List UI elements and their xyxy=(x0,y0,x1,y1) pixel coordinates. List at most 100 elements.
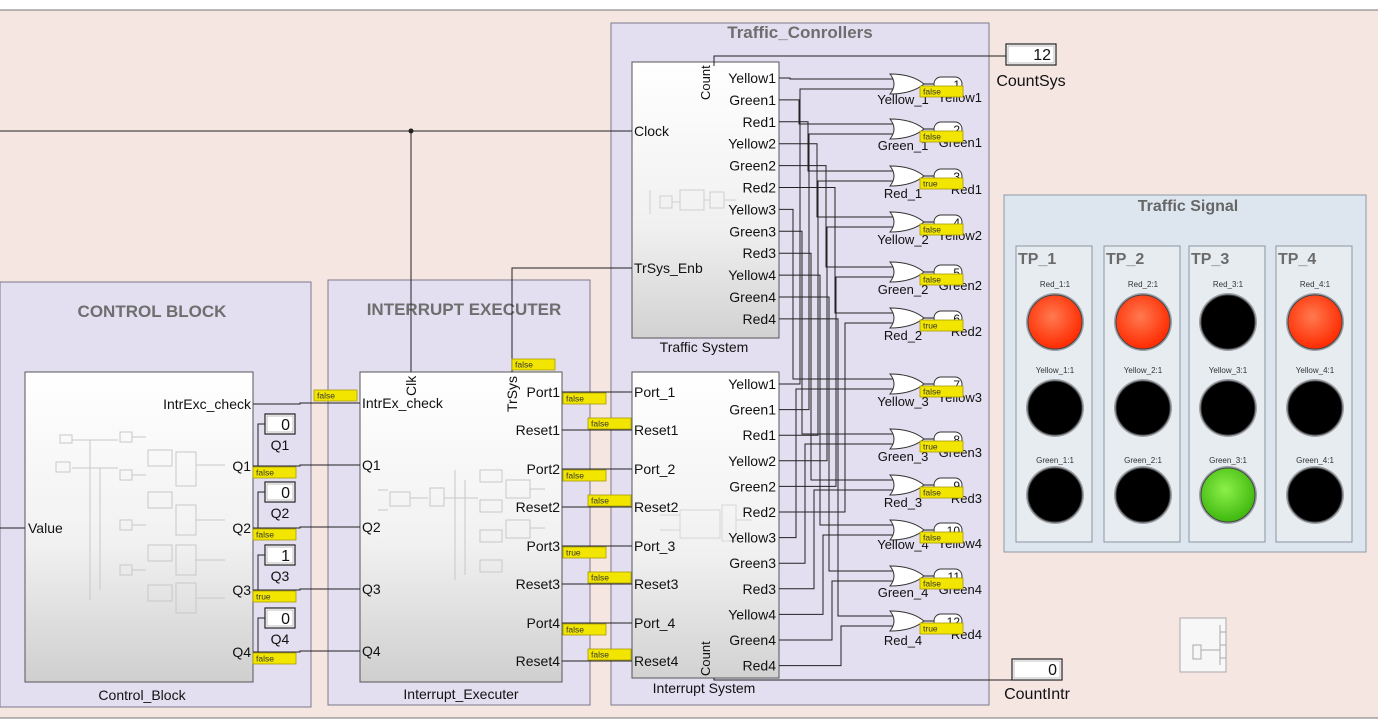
traffic-system-out-port-red3: Red3 xyxy=(743,245,777,261)
interrupt-executer-reset2-value-tag[interactable]: false xyxy=(587,494,632,507)
interrupt-system-out-port-yellow2: Yellow2 xyxy=(728,453,776,469)
interrupt-executer-out-port-port1: Port1 xyxy=(527,384,561,400)
interrupt-system-in-port-reset2: Reset2 xyxy=(634,499,679,515)
lamp-red-3-1[interactable] xyxy=(1200,294,1256,350)
control-block-q1-value-tag[interactable]: false xyxy=(252,466,297,479)
interrupt-executer-reset3-value-tag[interactable]: false xyxy=(587,571,632,584)
or-gate-yellow-3-value-tag[interactable]: false xyxy=(919,385,964,398)
interrupt-executer-port1-value-tag[interactable]: false xyxy=(562,392,607,405)
lamp-yellow-4-1[interactable] xyxy=(1287,380,1343,436)
lamp-red-2-1-label: Red_2:1 xyxy=(1128,280,1159,289)
or-gate-yellow-4-value-tag[interactable]: false xyxy=(919,531,964,544)
traffic-system-out-port-yellow4: Yellow4 xyxy=(728,267,776,283)
interrupt-executer-port4-value-tag[interactable]: false xyxy=(562,623,607,636)
display-q1[interactable]: 0Q1 xyxy=(264,413,296,453)
or-gate-red-2-value-tag[interactable]: true xyxy=(919,319,964,332)
traffic-pole-tp-1-title: TP_1 xyxy=(1018,251,1056,268)
control-block-intrexc-check-value-tag[interactable]: false xyxy=(313,389,358,402)
interrupt-executer-subsystem[interactable]: Interrupt_Executer xyxy=(359,371,563,702)
display-q4[interactable]: 0Q4 xyxy=(264,607,296,647)
lamp-yellow-4-1-label: Yellow_4:1 xyxy=(1296,366,1335,375)
lamp-red-4-1[interactable] xyxy=(1287,294,1343,350)
control-block-port-q2: Q2 xyxy=(232,520,251,536)
interrupt-executer-reset2-value-tag-text: false xyxy=(591,496,609,506)
interrupt-executer-port3-value-tag[interactable]: true xyxy=(562,546,607,559)
or-gate-yellow-2-value-tag[interactable]: false xyxy=(919,223,964,236)
interrupt-system-subsystem[interactable]: Interrupt System xyxy=(631,371,780,696)
interrupt-system-in-port-port-3: Port_3 xyxy=(634,538,675,554)
or-gate-red-3[interactable]: Red_3 xyxy=(884,474,925,510)
outport-yellow2-number: 4 xyxy=(953,216,960,230)
or-gate-green-4[interactable]: Green_4 xyxy=(878,565,929,600)
display-q3-label: Q3 xyxy=(271,568,290,584)
interrupt-executer-out-port-port4: Port4 xyxy=(527,615,561,631)
or-gate-green-1[interactable]: Green_1 xyxy=(878,118,929,153)
interrupt-executer-reset3-value-tag-text: false xyxy=(591,573,609,583)
or-gate-yellow-1-value-tag[interactable]: false xyxy=(919,85,964,98)
lamp-yellow-2-1[interactable] xyxy=(1115,380,1171,436)
lamp-red-4-1-label: Red_4:1 xyxy=(1300,280,1331,289)
or-gate-red-1[interactable]: Red_1 xyxy=(884,165,925,201)
interrupt-executer-reset4-value-tag[interactable]: false xyxy=(587,648,632,661)
interrupt-executer-clk-port: Clk xyxy=(403,375,419,396)
lamp-red-2-1[interactable] xyxy=(1115,294,1171,350)
lamp-green-3-1-label: Green_3:1 xyxy=(1209,456,1247,465)
or-gate-green-3[interactable]: Green_3 xyxy=(878,428,929,464)
or-gate-red-4[interactable]: Red_4 xyxy=(884,610,925,648)
area-title-traffic-controllers: Traffic_Conrollers xyxy=(727,23,873,42)
traffic-signal-panel[interactable]: Traffic Signal TP_1Red_1:1Yellow_1:1Gree… xyxy=(1003,194,1367,553)
interrupt-executer-in-port-intrex-check: IntrEx_check xyxy=(362,395,444,411)
or-gate-green-3-label: Green_3 xyxy=(878,449,929,464)
lamp-yellow-1-1[interactable] xyxy=(1027,380,1083,436)
interrupt-system-in-port-port-4: Port_4 xyxy=(634,615,675,631)
control-block-q4-value-tag[interactable]: false xyxy=(252,652,297,665)
or-gate-yellow-1[interactable]: Yellow_1 xyxy=(877,73,929,107)
interrupt-executer-reset4-value-tag-text: false xyxy=(591,650,609,660)
outport-green3-number: 8 xyxy=(953,433,960,447)
or-gate-green-4-label: Green_4 xyxy=(878,585,929,600)
display-q1-label: Q1 xyxy=(271,437,290,453)
or-gate-red-3-value-tag[interactable]: false xyxy=(919,486,964,499)
traffic-signal-title: Traffic Signal xyxy=(1138,198,1238,215)
lamp-green-4-1[interactable] xyxy=(1287,467,1343,523)
interrupt-executer-port2-value-tag[interactable]: false xyxy=(562,469,607,482)
or-gate-green-4-value-tag[interactable]: false xyxy=(919,577,964,590)
lamp-red-1-1[interactable] xyxy=(1027,294,1083,350)
interrupt-system-in-port-reset1: Reset1 xyxy=(634,422,679,438)
interrupt-executer-reset1-value-tag[interactable]: false xyxy=(587,417,632,430)
interrupt-executer-trsys-value-tag[interactable]: false xyxy=(511,358,556,371)
interrupt-system-out-port-green4: Green4 xyxy=(729,632,776,648)
or-gate-green-1-value-tag[interactable]: false xyxy=(919,130,964,143)
display-q3[interactable]: 1Q3 xyxy=(264,544,296,584)
or-gate-yellow-2[interactable]: Yellow_2 xyxy=(877,211,929,247)
or-gate-green-2[interactable]: Green_2 xyxy=(878,261,929,297)
interrupt-executer-out-port-port3: Port3 xyxy=(527,538,561,554)
or-gate-red-4-value-tag[interactable]: true xyxy=(919,622,964,635)
or-gate-yellow-4[interactable]: Yellow_4 xyxy=(877,519,929,552)
or-gate-green-3-value-tag[interactable]: true xyxy=(919,440,964,453)
traffic-system-out-port-yellow1: Yellow1 xyxy=(728,70,776,86)
lamp-green-1-1[interactable] xyxy=(1027,467,1083,523)
or-gate-yellow-3[interactable]: Yellow_3 xyxy=(877,373,929,409)
control-block-q3-value-tag[interactable]: true xyxy=(252,590,297,603)
control-block-q2-value-tag[interactable]: false xyxy=(252,528,297,541)
or-gate-green-2-value-tag[interactable]: false xyxy=(919,273,964,286)
unnamed-subsystem-thumbnail[interactable] xyxy=(1179,617,1227,673)
display-q2[interactable]: 0Q2 xyxy=(264,481,296,521)
traffic-system-out-port-red2: Red2 xyxy=(743,180,777,196)
lamp-green-3-1[interactable] xyxy=(1200,467,1256,523)
traffic-system-out-port-green4: Green4 xyxy=(729,289,776,305)
or-gate-red-2[interactable]: Red_2 xyxy=(884,307,925,343)
or-gate-red-1-value-tag[interactable]: true xyxy=(919,177,964,190)
control-block-subsystem[interactable]: Control_Block xyxy=(24,371,254,703)
signal-lines xyxy=(0,55,1012,681)
lamp-yellow-3-1[interactable] xyxy=(1200,380,1256,436)
or-gate-yellow-3-value-tag-text: false xyxy=(923,387,941,397)
lamp-green-2-1[interactable] xyxy=(1115,467,1171,523)
